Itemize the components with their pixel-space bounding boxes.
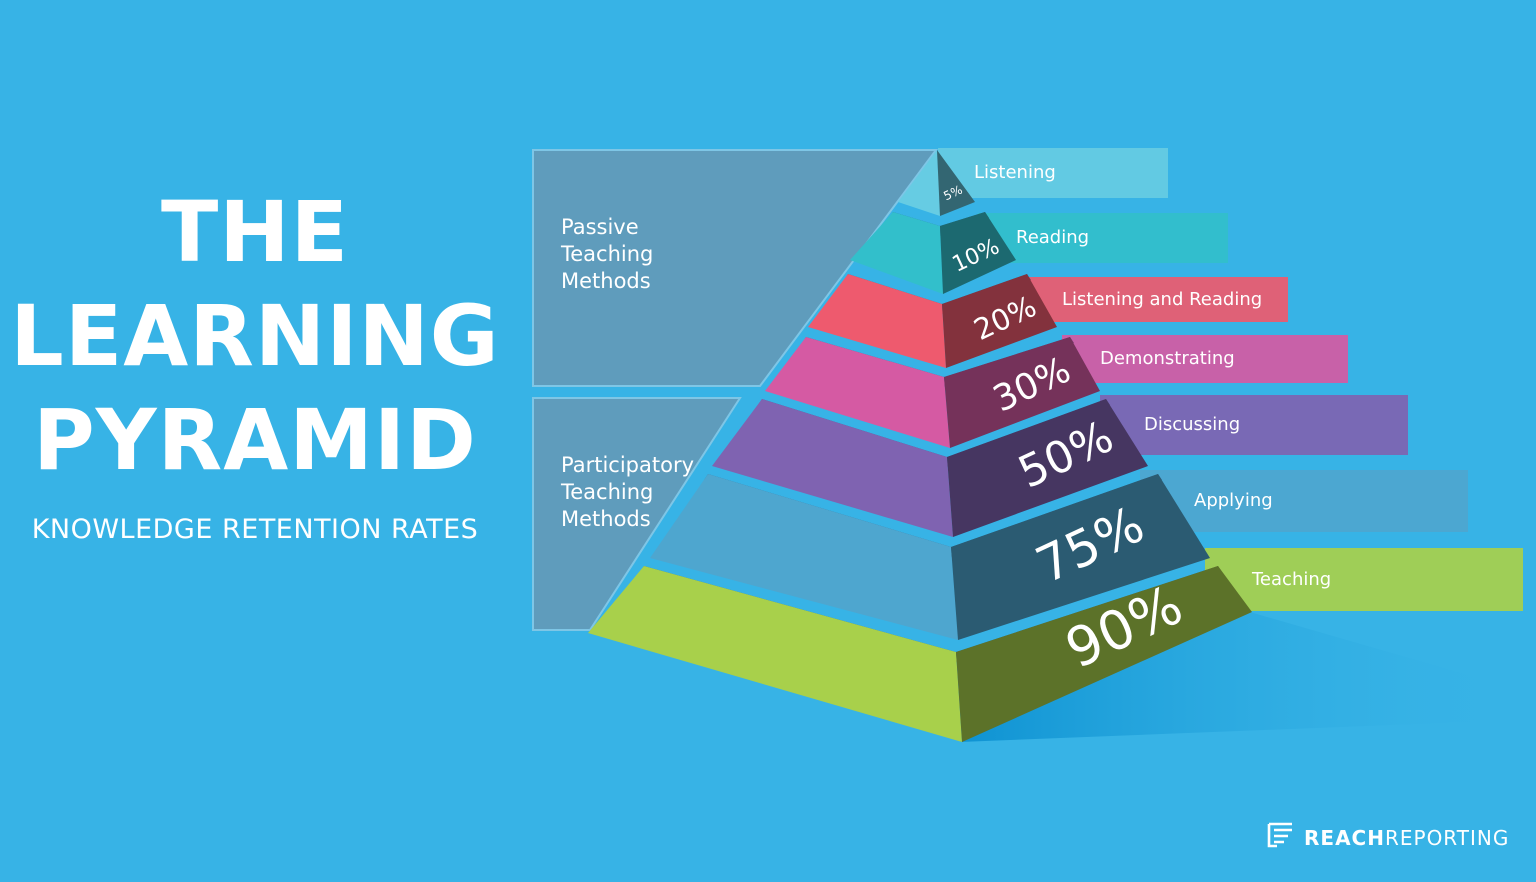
brand-logo: REACH REPORTING [1266, 822, 1509, 853]
title-line-3: PYRAMID [33, 391, 477, 489]
document-lines-icon [1266, 822, 1296, 853]
pyramid-layer-3-right [942, 274, 1057, 368]
participatory-methods-box [532, 397, 742, 631]
bar-6 [1140, 470, 1468, 532]
level-label-6: Applying [1194, 490, 1273, 511]
pyramid-layer-2-right [940, 212, 1016, 294]
level-label-2: Reading [1016, 227, 1090, 248]
level-label-7: Teaching [1252, 568, 1332, 590]
brand-name-bold: REACH [1304, 825, 1385, 850]
pyramid-layer-1-right [937, 150, 975, 216]
level-label-3: Listening and Reading [1062, 288, 1263, 310]
bar-4 [1062, 335, 1348, 383]
participatory-label-line-3: Methods [561, 507, 651, 531]
pyramid-layer-4-left [765, 337, 950, 448]
level-label-4: Demonstrating [1100, 348, 1235, 369]
pyramid-layer-5-left [712, 399, 953, 537]
title-line-2: LEARNING [10, 287, 500, 385]
pyramid-shadow [960, 612, 1520, 742]
title-line-1: THE [161, 183, 349, 281]
bar-7 [1205, 548, 1523, 611]
passive-label-line-2: Teaching [561, 242, 654, 266]
pyramid-layer-5-right [947, 399, 1148, 537]
pyramid-layer-7-right [956, 566, 1252, 742]
pyramid-layer-1-left [898, 150, 940, 216]
passive-label-line-3: Methods [561, 269, 651, 293]
pyramid-layer-6-left [650, 474, 958, 640]
pyramid-layer-3-left [808, 274, 946, 368]
bar-5 [1100, 395, 1408, 455]
bar-1 [938, 148, 1168, 198]
pyramid-layer-2-left [850, 212, 943, 294]
participatory-label-line-2: Teaching [561, 480, 654, 504]
level-label-1: Listening [974, 162, 1056, 183]
title-block: THE LEARNING PYRAMID KNOWLEDGE RETENTION… [0, 180, 510, 545]
passive-label-line-1: Passive [561, 215, 639, 239]
bar-2 [978, 213, 1228, 263]
passive-methods-box [532, 149, 938, 387]
subtitle: KNOWLEDGE RETENTION RATES [31, 514, 479, 545]
bar-3 [1020, 277, 1288, 322]
brand-name-regular: REPORTING [1384, 825, 1510, 850]
pyramid-layer-6-right [951, 474, 1210, 640]
participatory-label-line-1: Participatory [561, 453, 695, 477]
pyramid-layer-7-left [588, 566, 962, 742]
level-label-5: Discussing [1144, 414, 1241, 435]
pyramid-layer-4-right [944, 337, 1100, 448]
